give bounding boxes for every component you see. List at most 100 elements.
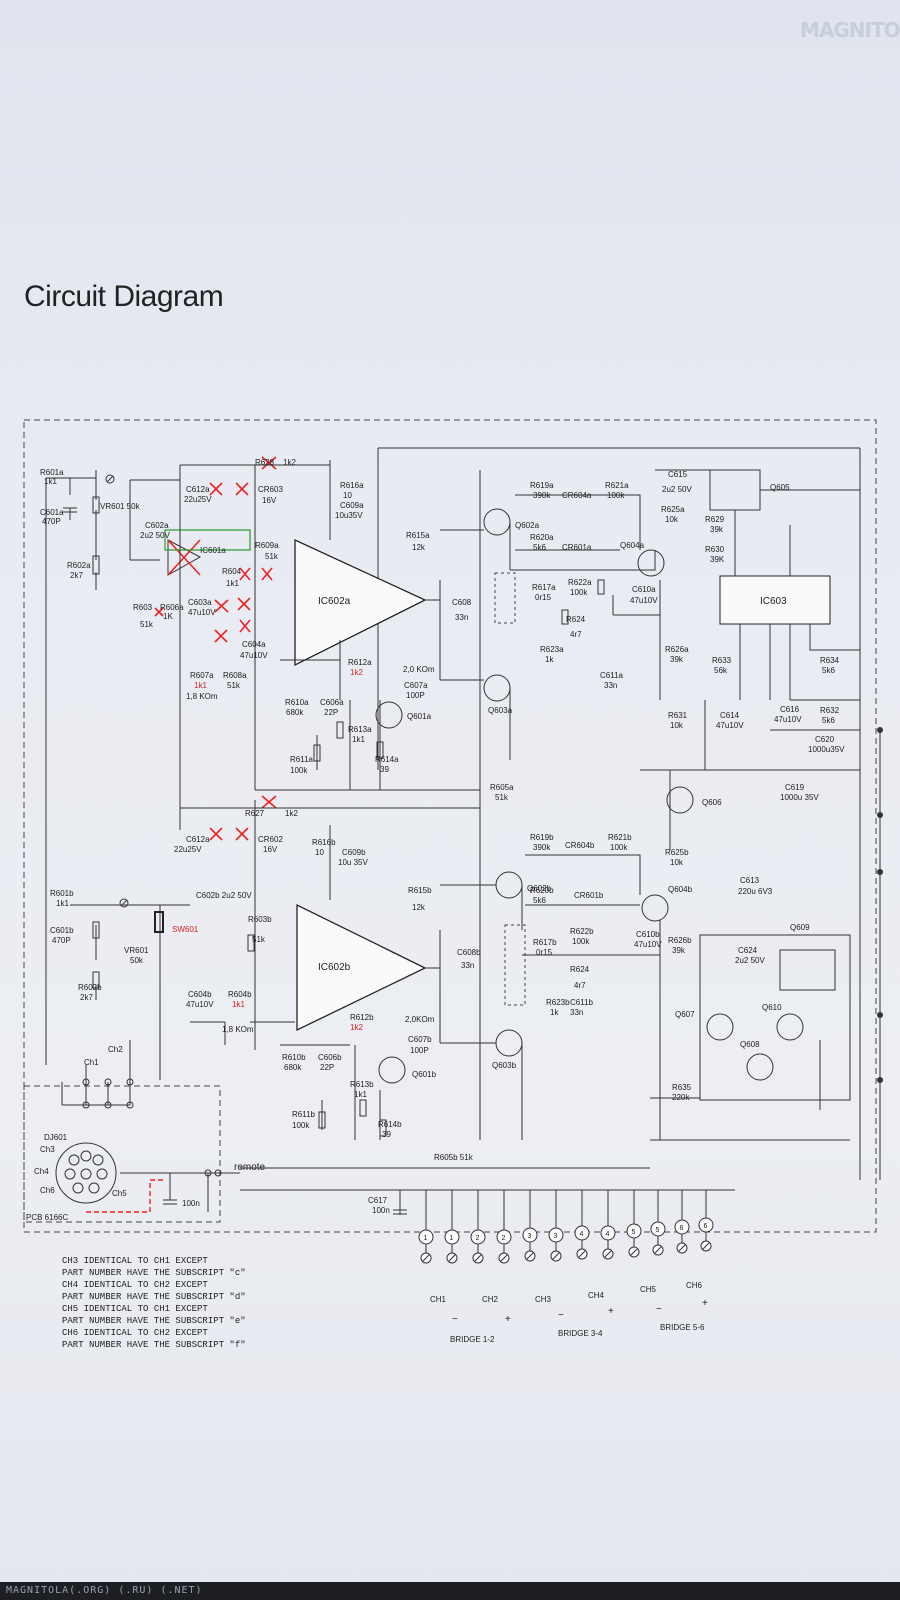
label-q608: Q608 xyxy=(740,1040,760,1049)
terminal-number: 1 xyxy=(450,1235,454,1242)
value-r634: 5k6 xyxy=(822,666,835,675)
label-r615b: R615b xyxy=(408,886,432,895)
value-r620a: 5k6 xyxy=(533,543,546,552)
label-r606a: R606a xyxy=(160,603,184,612)
output-terminal: 1 xyxy=(418,1190,434,1264)
value-r616a: 10 xyxy=(343,491,352,500)
label-r613a: R613a xyxy=(348,725,372,734)
label-r616a: R616a xyxy=(340,481,364,490)
value-r624a: 4r7 xyxy=(570,630,582,639)
label-c603a: C603a xyxy=(188,598,212,607)
value-r624b: 4r7 xyxy=(574,981,586,990)
sign-ch2-plus: + xyxy=(505,1314,511,1325)
value-r627: 1k2 xyxy=(285,809,298,818)
label-r620b: R620b xyxy=(530,886,554,895)
channel-b xyxy=(70,800,851,1169)
label-c612b: C612a xyxy=(186,835,210,844)
value-r623b: 1k xyxy=(550,1008,559,1017)
output-labels: CH1 CH2 CH3 CH4 CH5 CH6 − + − + − + BRID… xyxy=(430,1281,708,1344)
value-r610b: 680k xyxy=(284,1063,302,1072)
value-r625a: 10k xyxy=(665,515,679,524)
value-r623a: 1k xyxy=(545,655,554,664)
label-r633: R633 xyxy=(712,656,732,665)
value-r602b: 2k7 xyxy=(80,993,93,1002)
terminal-number: 3 xyxy=(528,1233,532,1240)
q606-transistor xyxy=(666,786,694,814)
label-r613b: R613b xyxy=(350,1080,374,1089)
terminal-number: 5 xyxy=(632,1229,636,1236)
value-r603: 51k xyxy=(140,620,154,629)
label-c611b: C611b xyxy=(570,998,594,1007)
value-r604b: 1k1 xyxy=(232,1000,245,1009)
label-r610b: R610b xyxy=(282,1053,306,1062)
value-r615a: 12k xyxy=(412,543,426,552)
note-line: CH3 IDENTICAL TO CH1 EXCEPT xyxy=(62,1256,208,1266)
label-c608a: C608 xyxy=(452,598,472,607)
value-r628: 1k2 xyxy=(283,458,296,467)
value-c606b: 22P xyxy=(320,1063,334,1072)
output-terminal: 6 xyxy=(674,1190,690,1254)
label-out-ch1: CH1 xyxy=(430,1295,447,1304)
label-r603b: R603b xyxy=(248,915,272,924)
label-c611a: C611a xyxy=(600,671,624,680)
label-remote: remote xyxy=(234,1162,266,1173)
label-r601b: R601b xyxy=(50,889,74,898)
label-q601b: Q601b xyxy=(412,1070,437,1079)
label-r602a: R602a xyxy=(67,561,91,570)
value-c614: 47u10V xyxy=(716,721,744,730)
label-r603: R603 xyxy=(133,603,153,612)
output-terminal: 1 xyxy=(444,1190,460,1264)
terminal-number: 6 xyxy=(680,1225,684,1232)
value-r626b: 39k xyxy=(672,946,686,955)
output-terminal: 2 xyxy=(496,1190,512,1264)
value-r635: 220k xyxy=(672,1093,690,1102)
footer-watermark: MAGNITOLA(.ORG) (.RU) (.NET) xyxy=(0,1582,900,1600)
label-ic602b: IC602b xyxy=(318,962,351,973)
pcb-6166c-border xyxy=(23,1085,221,1223)
label-c624: C624 xyxy=(738,946,758,955)
value-r610a: 680k xyxy=(286,708,304,717)
output-terminal: 3 xyxy=(548,1190,564,1262)
sign-ch6-plus: + xyxy=(702,1298,708,1309)
label-out-ch6: CH6 xyxy=(686,1281,703,1290)
label-c610b: C610b xyxy=(636,930,660,939)
value-c604b: 47u10V xyxy=(186,1000,214,1009)
value-c609a: 10u35V xyxy=(335,511,363,520)
q603a-transistor xyxy=(483,674,511,702)
label-q605: Q605 xyxy=(770,483,790,492)
label-q609: Q609 xyxy=(790,923,810,932)
label-q602a: Q602a xyxy=(515,521,540,530)
q602b-transistor xyxy=(495,871,523,899)
label-out-ch3: CH3 xyxy=(535,1295,552,1304)
label-r631: R631 xyxy=(668,711,688,720)
label-r630: R630 xyxy=(705,545,725,554)
note-line: PART NUMBER HAVE THE SUBSCRIPT "c" xyxy=(62,1268,246,1278)
value-c607b: 100P xyxy=(410,1046,429,1055)
value-r632: 5k6 xyxy=(822,716,835,725)
note-r612a: 2,0 KOm xyxy=(403,665,435,674)
label-ch4: Ch4 xyxy=(34,1167,49,1176)
value-c613: 220u 6V3 xyxy=(738,887,773,896)
value-r621b: 100k xyxy=(610,843,628,852)
value-r608a: 51k xyxy=(227,681,241,690)
output-terminal: 6 xyxy=(698,1190,714,1252)
label-ch2: Ch2 xyxy=(108,1045,123,1054)
value-r622a: 100k xyxy=(570,588,588,597)
label-r615a: R615a xyxy=(406,531,430,540)
q601b-transistor xyxy=(378,1056,406,1084)
value-vr601b: 50k xyxy=(130,956,144,965)
terminal-number: 4 xyxy=(606,1231,610,1238)
label-r617b: R617b xyxy=(533,938,557,947)
value-r603b: 51k xyxy=(252,935,266,944)
label-ch1: Ch1 xyxy=(84,1058,99,1067)
value-r611b: 100k xyxy=(292,1121,310,1130)
label-q604b: Q604b xyxy=(668,885,693,894)
label-r610a: R610a xyxy=(285,698,309,707)
value-r630: 39K xyxy=(710,555,725,564)
label-r616b: R616b xyxy=(312,838,336,847)
label-c612a: C612a xyxy=(186,485,210,494)
label-q603a: Q603a xyxy=(488,706,513,715)
magnitola-logo: MAGNITOLA xyxy=(800,18,900,42)
terminal-number: 3 xyxy=(554,1233,558,1240)
